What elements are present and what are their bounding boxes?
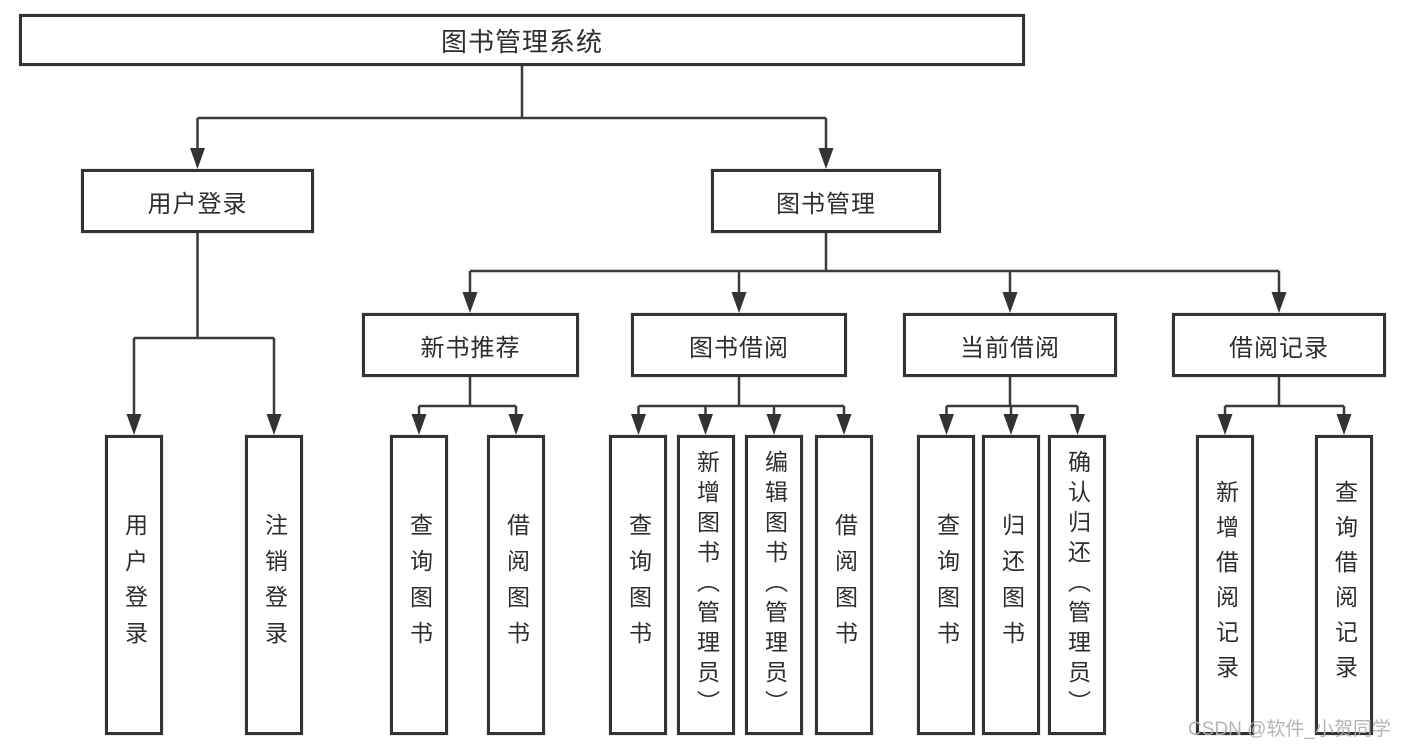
leaf-nbr-query-books: 查询图书 — [390, 435, 448, 735]
leaf-bb-add-books-admin-label: 新增图书（管理员） — [693, 450, 720, 720]
leaf-bb-borrow-books-label: 借阅图书 — [831, 513, 858, 657]
node-current-borrowing-label: 当前借阅 — [960, 334, 1060, 362]
node-new-book-recommend-label: 新书推荐 — [420, 334, 521, 362]
leaf-br-add-record-label: 新增借阅记录 — [1212, 480, 1239, 690]
leaf-br-query-record-label: 查询借阅记录 — [1331, 480, 1358, 690]
leaf-nbr-query-books-label: 查询图书 — [406, 513, 433, 657]
node-borrowing-records-label: 借阅记录 — [1229, 334, 1329, 362]
node-user-login-label: 用户登录 — [147, 190, 248, 218]
leaf-br-add-record: 新增借阅记录 — [1196, 435, 1254, 735]
leaf-br-query-record: 查询借阅记录 — [1315, 435, 1373, 735]
leaf-bb-borrow-books: 借阅图书 — [815, 435, 873, 735]
leaf-bb-edit-books-admin-label: 编辑图书（管理员） — [761, 450, 788, 720]
leaf-cb-return-books-label: 归还图书 — [998, 513, 1025, 657]
leaf-cb-confirm-return-admin-label: 确认归还（管理员） — [1064, 450, 1091, 720]
leaf-cb-query-books-label: 查询图书 — [933, 513, 960, 657]
leaf-cb-query-books: 查询图书 — [917, 435, 975, 735]
node-current-borrowing: 当前借阅 — [903, 313, 1117, 377]
node-book-management: 图书管理 — [711, 169, 941, 233]
leaf-user-login: 用户登录 — [105, 435, 163, 735]
leaf-nbr-borrow-books-label: 借阅图书 — [503, 513, 530, 657]
node-new-book-recommend: 新书推荐 — [362, 313, 579, 377]
leaf-logout: 注销登录 — [245, 435, 303, 735]
node-root-label: 图书管理系统 — [440, 26, 603, 57]
node-book-management-label: 图书管理 — [776, 190, 876, 218]
leaf-cb-confirm-return-admin: 确认归还（管理员） — [1048, 435, 1106, 735]
leaf-logout-label: 注销登录 — [261, 513, 288, 657]
leaf-bb-query-books: 查询图书 — [609, 435, 667, 735]
node-user-login: 用户登录 — [81, 169, 314, 233]
leaf-bb-query-books-label: 查询图书 — [625, 513, 652, 657]
leaf-bb-edit-books-admin: 编辑图书（管理员） — [745, 435, 803, 735]
node-borrowing-records: 借阅记录 — [1172, 313, 1386, 377]
watermark: CSDN @软件_小贺同学 — [1188, 719, 1391, 740]
arrowheads — [126, 148, 1352, 435]
leaf-cb-return-books: 归还图书 — [982, 435, 1040, 735]
leaf-user-login-label: 用户登录 — [121, 513, 148, 657]
leaf-bb-add-books-admin: 新增图书（管理员） — [677, 435, 735, 735]
node-root: 图书管理系统 — [19, 14, 1025, 66]
node-book-borrowing-label: 图书借阅 — [689, 334, 789, 362]
node-book-borrowing: 图书借阅 — [631, 313, 847, 377]
leaf-nbr-borrow-books: 借阅图书 — [487, 435, 545, 735]
